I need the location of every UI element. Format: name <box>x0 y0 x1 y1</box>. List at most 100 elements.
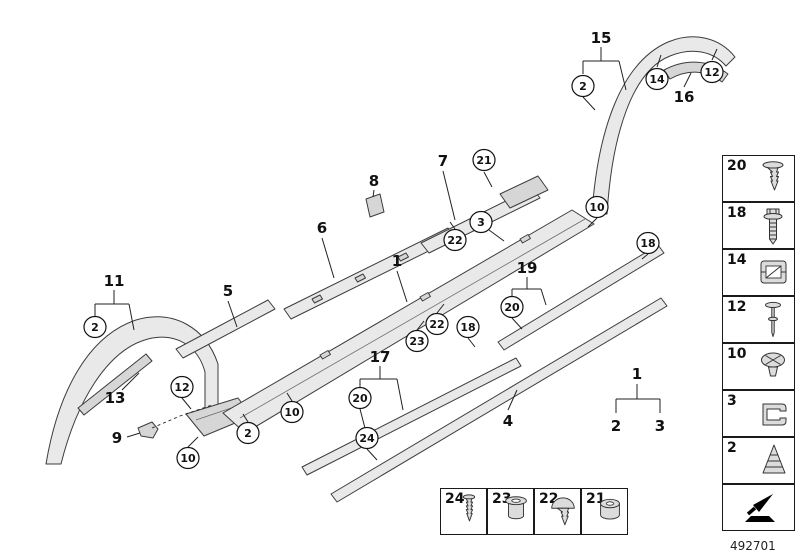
diagram-id: 492701 <box>730 539 776 553</box>
svg-text:20: 20 <box>504 301 520 314</box>
callout-circled-18[interactable]: 18 <box>456 315 480 339</box>
callout-circled-21[interactable]: 21 <box>472 148 496 172</box>
callout-label-3[interactable]: 3 <box>655 417 665 435</box>
legend-box-10[interactable]: 10 <box>722 343 795 390</box>
svg-text:1: 1 <box>632 365 642 383</box>
callout-label-7[interactable]: 7 <box>438 152 448 170</box>
svg-text:24: 24 <box>359 432 375 445</box>
legend-box-12[interactable]: 12 <box>722 296 795 343</box>
callout-circled-3[interactable]: 3 <box>469 210 493 234</box>
hex-screw-icon <box>763 208 783 245</box>
svg-text:1: 1 <box>392 252 402 270</box>
callout-circled-24[interactable]: 24 <box>355 426 379 450</box>
pin-rivet-icon <box>765 301 781 337</box>
part-block-8 <box>365 193 385 218</box>
expanding-rivet-icon <box>762 161 784 191</box>
callout-circled-10[interactable]: 10 <box>280 400 304 424</box>
callout-circled-12[interactable]: 12 <box>700 60 724 84</box>
legend-num: 2 <box>727 440 737 456</box>
svg-text:3: 3 <box>655 417 665 435</box>
leader-lines <box>94 47 718 461</box>
callout-label-2[interactable]: 2 <box>611 417 621 435</box>
legend-num: 23 <box>492 491 512 507</box>
callout-label-5[interactable]: 5 <box>223 282 233 300</box>
legend-num: 20 <box>727 158 747 174</box>
rail-clip <box>311 294 323 304</box>
callout-circled-22[interactable]: 22 <box>425 312 449 336</box>
callout-circled-10[interactable]: 10 <box>585 195 609 219</box>
svg-text:12: 12 <box>704 66 719 79</box>
svg-text:21: 21 <box>476 154 491 167</box>
legend-box-3[interactable]: 3 <box>722 390 795 437</box>
legend-box-22[interactable]: 22 <box>534 488 581 535</box>
svg-text:5: 5 <box>223 282 233 300</box>
clamp-clip-icon <box>760 260 787 284</box>
legend-box-14[interactable]: 14 <box>722 249 795 296</box>
legend-box-20[interactable]: 20 <box>722 155 795 202</box>
legend-box-21[interactable]: 21 <box>581 488 628 535</box>
callout-circled-2[interactable]: 2 <box>236 421 260 445</box>
part-strip-17 <box>301 357 522 476</box>
part-shapes <box>45 36 736 503</box>
callout-label-15[interactable]: 15 <box>591 29 612 47</box>
callout-circled-12[interactable]: 12 <box>170 375 194 399</box>
legend-box-direction[interactable] <box>722 484 795 531</box>
direction-arrow-icon <box>745 494 775 522</box>
callout-label-8[interactable]: 8 <box>369 172 379 190</box>
rail-clip <box>354 273 366 283</box>
round-nut-icon <box>600 498 620 520</box>
legend-box-18[interactable]: 18 <box>722 202 795 249</box>
long-rivet-icon <box>462 494 476 522</box>
svg-text:20: 20 <box>352 392 368 405</box>
legend-num: 14 <box>727 252 747 268</box>
cross-rivet-icon <box>761 352 785 377</box>
part-strip-4 <box>330 297 668 503</box>
legend-box-24[interactable]: 24 <box>440 488 487 535</box>
svg-text:13: 13 <box>105 389 126 407</box>
callout-circled-10[interactable]: 10 <box>176 446 200 470</box>
callout-label-19[interactable]: 19 <box>517 259 538 277</box>
svg-text:4: 4 <box>503 412 513 430</box>
legend-num: 18 <box>727 205 747 221</box>
callout-label-13[interactable]: 13 <box>105 389 126 407</box>
c-clip-nut-icon <box>762 403 787 426</box>
callout-circled-14[interactable]: 14 <box>645 67 669 91</box>
callout-circled-2[interactable]: 2 <box>83 315 107 339</box>
svg-text:12: 12 <box>174 381 189 394</box>
callout-label-9[interactable]: 9 <box>112 429 122 447</box>
sill-clip <box>419 292 431 302</box>
svg-text:19: 19 <box>517 259 538 277</box>
callout-circled-20[interactable]: 20 <box>500 295 524 319</box>
callout-label-17[interactable]: 17 <box>370 348 391 366</box>
svg-text:15: 15 <box>591 29 612 47</box>
callout-circled-2[interactable]: 2 <box>571 74 595 98</box>
legend-num: 12 <box>727 299 747 315</box>
callout-label-11[interactable]: 11 <box>104 272 125 290</box>
callout-circled-23[interactable]: 23 <box>405 329 429 353</box>
callout-label-16[interactable]: 16 <box>674 88 695 106</box>
callout-label-1[interactable]: 1 <box>392 252 402 270</box>
sill-clip <box>519 234 531 244</box>
legend-num: 3 <box>727 393 737 409</box>
rail-clip <box>397 252 409 262</box>
callout-label-4[interactable]: 4 <box>503 412 513 430</box>
mushroom-rivet-icon <box>551 497 575 526</box>
legend-box-23[interactable]: 23 <box>487 488 534 535</box>
svg-text:18: 18 <box>640 237 655 250</box>
svg-text:2: 2 <box>611 417 621 435</box>
callout-label-1[interactable]: 1 <box>632 365 642 383</box>
legend-box-2[interactable]: 2 <box>722 437 795 484</box>
part-strip-13 <box>77 353 153 416</box>
callout-circled-22[interactable]: 22 <box>443 228 467 252</box>
callout-label-6[interactable]: 6 <box>317 219 327 237</box>
callout-circled-20[interactable]: 20 <box>348 386 372 410</box>
part-sill-main <box>222 209 595 434</box>
legend-num: 10 <box>727 346 747 362</box>
legend-num: 24 <box>445 491 465 507</box>
svg-text:2: 2 <box>244 427 252 440</box>
callout-circled-18[interactable]: 18 <box>636 231 660 255</box>
svg-text:7: 7 <box>438 152 448 170</box>
svg-text:14: 14 <box>649 73 665 86</box>
part-strip-upper-right <box>497 244 665 351</box>
